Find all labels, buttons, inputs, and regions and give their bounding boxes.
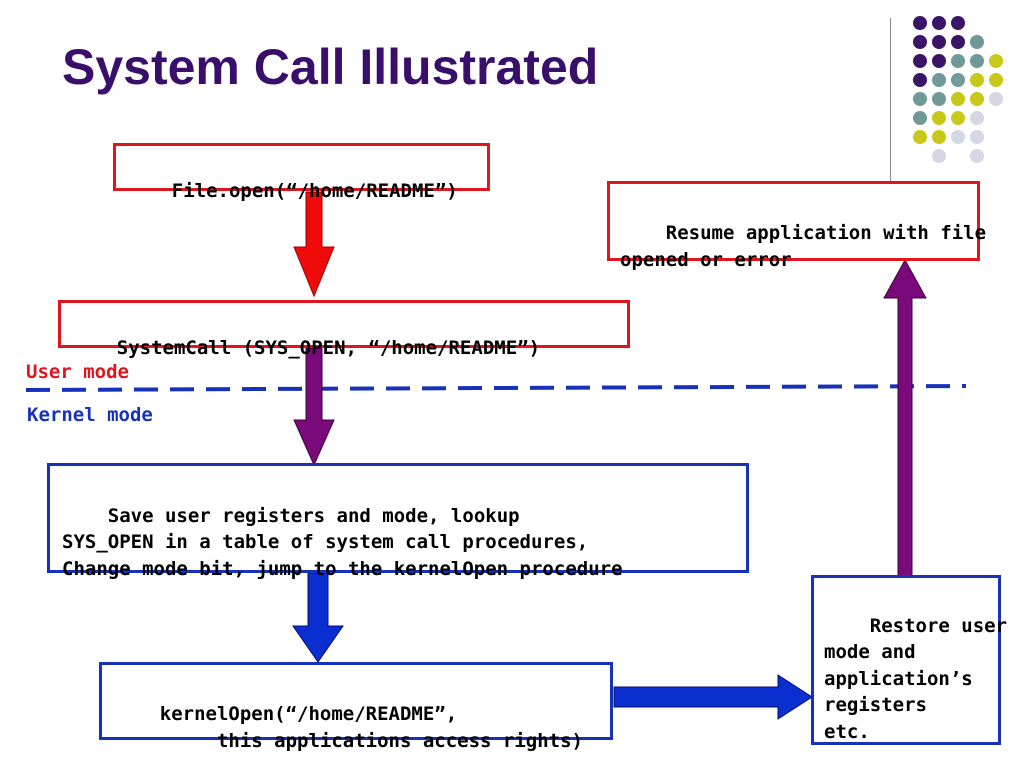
decorative-dot — [932, 35, 946, 49]
decorative-dot — [913, 92, 927, 106]
decorative-dot — [970, 54, 984, 68]
kernel-open-text: kernelOpen(“/home/README”, this applicat… — [159, 702, 583, 753]
resume-application-box: Resume application with file opened or e… — [607, 181, 986, 271]
decorative-dot — [951, 16, 965, 30]
decorative-dot — [932, 149, 946, 163]
title-divider-line — [890, 18, 891, 188]
resume-application-text: Resume application with file opened or e… — [620, 221, 987, 272]
decorative-dot — [913, 130, 927, 144]
system-call-box: SystemCall (SYS_OPEN, “/home/README”) — [58, 300, 630, 359]
arrow-file-open-to-systemcall — [293, 191, 335, 298]
arrow-kernelopen-to-restore — [613, 674, 813, 720]
decorative-dot — [989, 54, 1003, 68]
decorative-dot — [989, 92, 1003, 106]
decorative-dot — [932, 73, 946, 87]
decorative-dot — [970, 149, 984, 163]
decorative-dot — [970, 111, 984, 125]
file-open-box: File.open(“/home/README”) — [113, 143, 490, 202]
decorative-dot — [951, 54, 965, 68]
arrow-systemcall-to-save-registers — [293, 347, 335, 467]
slide-title: System Call Illustrated — [62, 39, 599, 95]
decorative-dot — [932, 16, 946, 30]
decorative-dot — [913, 111, 927, 125]
decorative-dot — [932, 111, 946, 125]
decorative-dot — [970, 35, 984, 49]
decorative-dot — [970, 92, 984, 106]
user-mode-label: User mode — [26, 361, 129, 383]
decorative-dot — [913, 35, 927, 49]
system-call-text: SystemCall (SYS_OPEN, “/home/README”) — [116, 336, 541, 359]
decorative-dot — [951, 111, 965, 125]
decorative-dot — [951, 92, 965, 106]
decorative-dot — [932, 54, 946, 68]
decorative-dot — [970, 130, 984, 144]
kernel-mode-label: Kernel mode — [27, 404, 153, 426]
kernel-open-box: kernelOpen(“/home/README”, this applicat… — [99, 662, 613, 752]
mode-divider-line — [25, 384, 967, 392]
arrow-restore-to-resume — [883, 258, 927, 579]
decorative-dot — [913, 16, 927, 30]
save-registers-text: Save user registers and mode, lookup SYS… — [62, 504, 623, 580]
save-registers-box: Save user registers and mode, lookup SYS… — [47, 463, 749, 580]
decorative-dot — [913, 73, 927, 87]
restore-user-box: Restore user mode and application’s regi… — [811, 575, 1007, 745]
decorative-dot — [932, 130, 946, 144]
decorative-dot — [951, 35, 965, 49]
decorative-dot — [970, 73, 984, 87]
decorative-dot — [913, 54, 927, 68]
decorative-dot — [932, 92, 946, 106]
restore-user-text: Restore user mode and application’s regi… — [824, 614, 1008, 743]
decorative-dot — [951, 130, 965, 144]
decorative-dot — [951, 73, 965, 87]
decorative-dot — [989, 73, 1003, 87]
file-open-text: File.open(“/home/README”) — [171, 179, 458, 202]
arrow-save-registers-to-kernelopen — [292, 572, 344, 663]
